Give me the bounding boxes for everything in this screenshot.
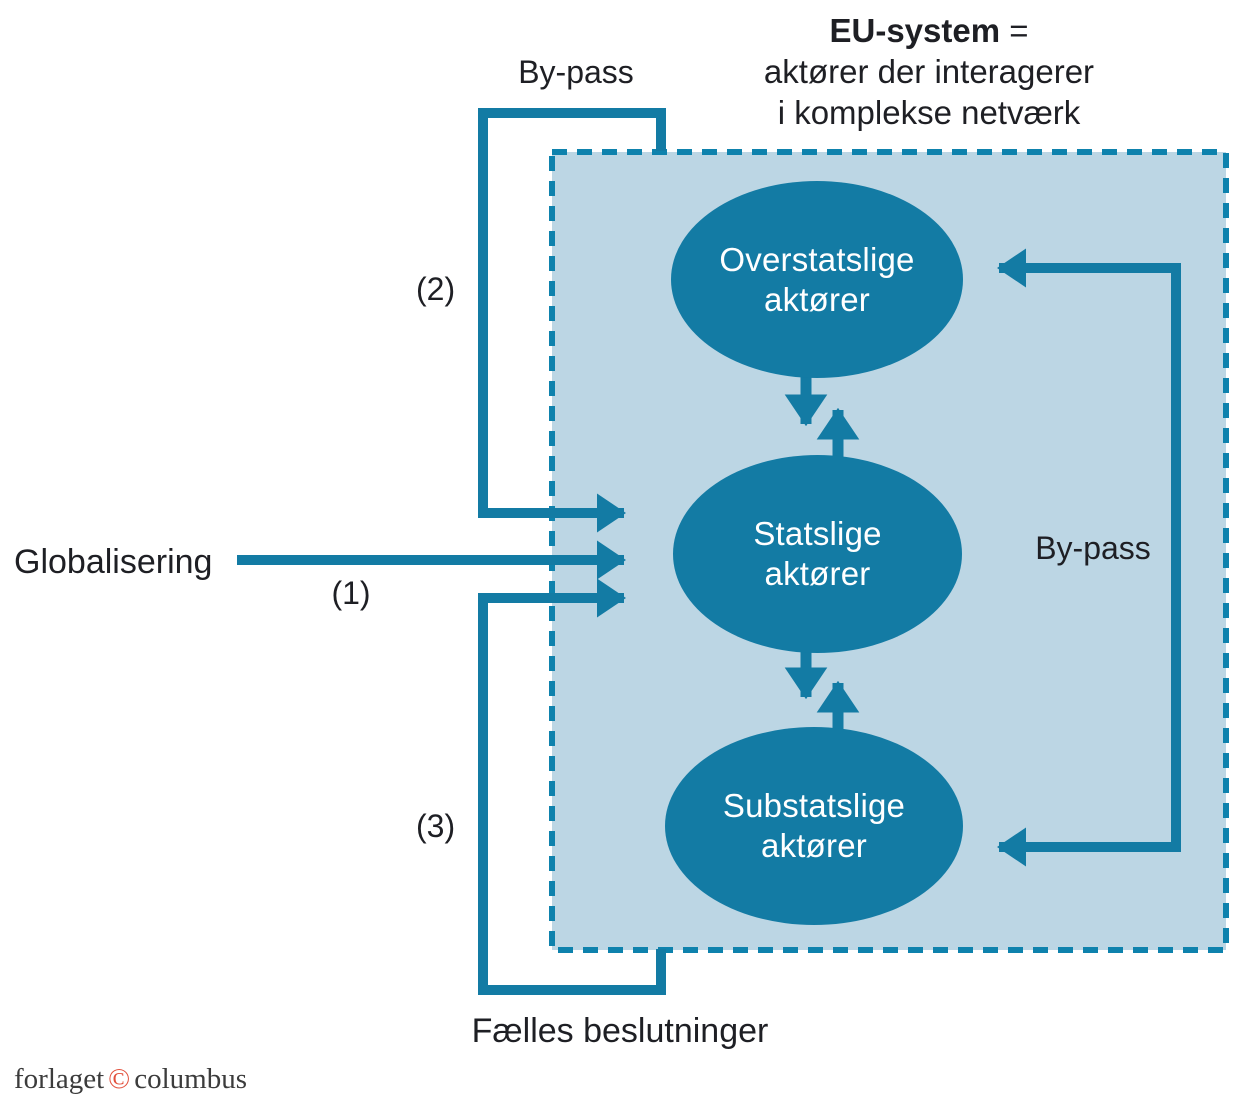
faelles-beslutninger-arrow xyxy=(478,578,666,995)
faelles-beslutninger-label: Fælles beslutninger xyxy=(471,1012,769,1050)
globalisering-label: Globalisering xyxy=(14,543,213,581)
title-line-1: EU-system = xyxy=(738,10,1120,51)
node-substatslige-aktoerer: Substatslige aktører xyxy=(665,727,963,925)
bypass-right-bottom-arrow xyxy=(997,545,1181,867)
node-label-line: aktører xyxy=(764,555,871,592)
title-line-3: i komplekse netværk xyxy=(777,94,1081,131)
bypass-right-label: By-pass xyxy=(1035,530,1151,566)
node-overstatslige-aktoerer: Overstatslige aktører xyxy=(671,181,963,378)
node-statslige-aktoerer: Statslige aktører xyxy=(673,455,962,653)
node-label-line: aktører xyxy=(761,827,867,864)
arrow-1-label: (1) xyxy=(331,575,371,611)
copyright-icon: © xyxy=(108,1063,131,1095)
bypass-top-arrow xyxy=(478,108,666,533)
arrow-3-label: (3) xyxy=(416,808,456,844)
arrow-2-label: (2) xyxy=(416,271,456,307)
title-equals: = xyxy=(1000,12,1029,49)
bypass-top-label: By-pass xyxy=(518,54,634,90)
node-label-line: Statslige xyxy=(753,515,882,552)
node-label-line: aktører xyxy=(764,280,870,318)
diagram-title: EU-system = aktører der interagerer i ko… xyxy=(738,10,1120,133)
node-label-line: Substatslige xyxy=(722,787,906,824)
publisher-logo: forlaget©columbus xyxy=(14,1063,247,1096)
bypass-right-top-arrow xyxy=(997,248,1181,557)
title-eu-system: EU-system xyxy=(829,12,1001,49)
publisher-prefix: forlaget xyxy=(14,1063,105,1095)
publisher-suffix: columbus xyxy=(134,1063,247,1095)
title-line-2: aktører der interagerer xyxy=(763,53,1095,90)
node-label-line: Overstatslige xyxy=(719,240,915,278)
